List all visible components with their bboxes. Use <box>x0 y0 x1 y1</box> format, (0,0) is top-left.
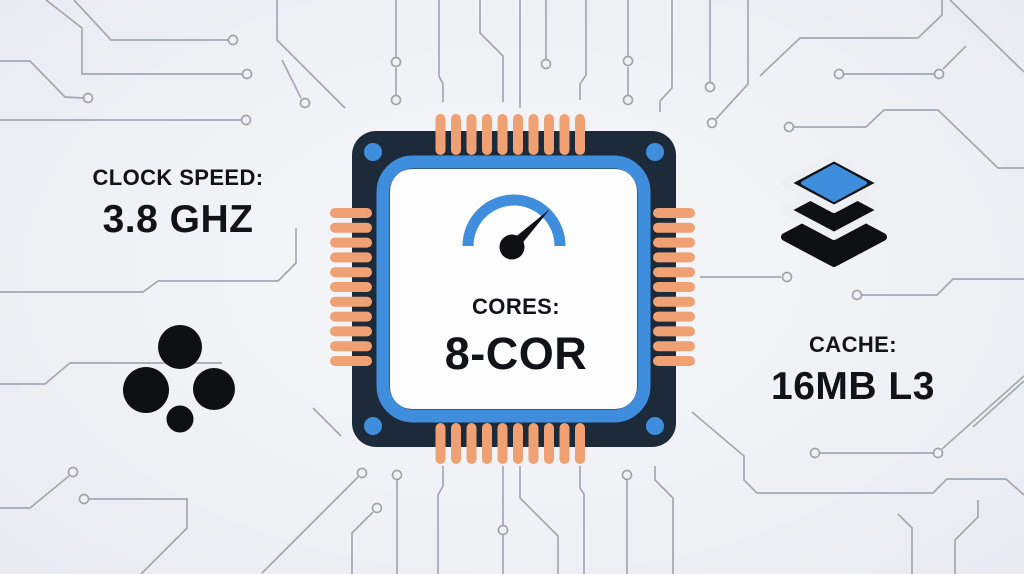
cache-spec: CACHE: 16MB L3 <box>693 332 1013 409</box>
cores-spec: CORES: 8-COR <box>356 294 676 380</box>
chip-inner-panel <box>390 169 637 409</box>
cores-value: 8-COR <box>444 328 588 379</box>
cache-value: 16MB L3 <box>771 365 935 408</box>
cores-label: CORES: <box>472 294 560 319</box>
chip-pins <box>330 114 695 464</box>
core-cluster-circles-icon <box>123 325 235 433</box>
stacked-cache-layers-icon <box>781 153 887 267</box>
chip-corner-dot <box>646 143 664 161</box>
speedometer-gauge-icon <box>462 194 566 260</box>
clock-speed-label: CLOCK SPEED: <box>92 165 264 190</box>
cache-label: CACHE: <box>809 332 897 357</box>
chip-corner-dot <box>646 417 664 435</box>
cpu-chip-illustration <box>330 114 695 464</box>
chip-blue-ring <box>376 155 651 423</box>
chip-corner-dot <box>364 417 382 435</box>
clock-speed-value: 3.8 GHZ <box>102 198 254 241</box>
chip-corner-dot <box>364 143 382 161</box>
clock-speed-spec: CLOCK SPEED: 3.8 GHZ <box>18 165 338 242</box>
